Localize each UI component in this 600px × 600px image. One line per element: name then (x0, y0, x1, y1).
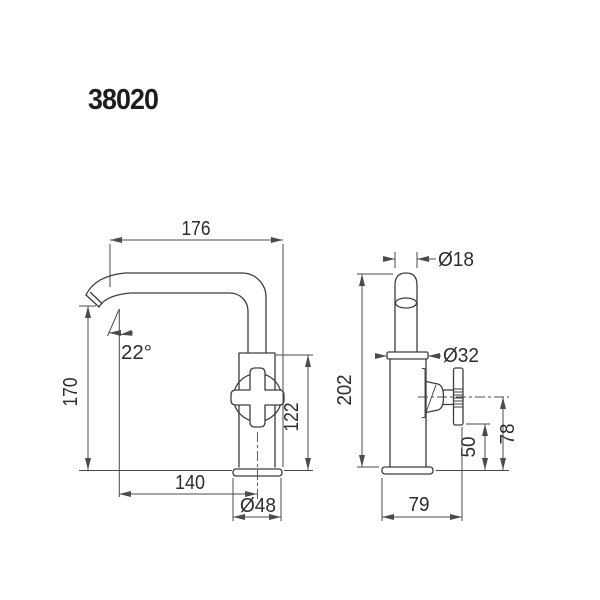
dim-spout-to-center: 140 (119, 472, 257, 497)
angle-arrow-leader (120, 329, 134, 336)
front-view (85, 272, 285, 500)
extension-line (232, 478, 282, 521)
spout-tube (394, 272, 418, 353)
angle-arc (108, 330, 122, 337)
cross-handle (230, 367, 285, 428)
extension-line (394, 252, 418, 268)
extension-line (381, 427, 463, 521)
dim-cover-diameter: Ø32 (375, 345, 479, 367)
spout-outer-edge (85, 272, 267, 354)
handle-knurl-lines (453, 388, 463, 408)
dim-label-cover-diameter: Ø32 (443, 345, 479, 367)
extension-line (79, 305, 232, 471)
handle-boss (422, 368, 426, 418)
handle-disc (452, 367, 464, 426)
dim-spout-height: 170 (60, 305, 232, 471)
front-view-dimensions: 176 22° 170 122 140 (60, 218, 313, 521)
dim-label-spout-diameter: Ø18 (438, 249, 474, 271)
spout-outlet-ellipse (394, 297, 418, 309)
dim-label-total-height: 202 (334, 375, 356, 406)
dim-body-height: 122 (276, 354, 313, 471)
handle-hub-contour (425, 384, 437, 413)
dim-spout-diameter: Ø18 (383, 249, 474, 271)
dim-spout-reach: 176 (109, 218, 284, 467)
spout-inner-edge (98, 292, 249, 354)
base-plate-side (381, 466, 434, 475)
dim-label-body-height: 122 (281, 403, 303, 432)
side-view (381, 272, 509, 475)
dim-label-spout-reach: 176 (182, 218, 211, 240)
body-column (389, 358, 427, 468)
cover-flange (386, 351, 429, 360)
dim-label-spout-angle: 22° (121, 342, 152, 364)
dim-label-handle-bottom-height: 50 (458, 437, 480, 458)
dim-handle-center-height: 78 (497, 397, 519, 470)
dim-label-spout-height: 170 (60, 378, 82, 407)
dim-label-spout-to-center: 140 (175, 472, 205, 494)
side-view-dimensions: Ø18 Ø32 202 50 78 (334, 249, 519, 521)
dim-depth: 79 (381, 427, 463, 521)
dim-label-handle-center-height: 78 (497, 424, 519, 445)
dim-label-base-diameter: Ø48 (240, 495, 276, 517)
valve-body (238, 352, 276, 468)
dim-total-height: 202 (334, 273, 393, 468)
dim-handle-bottom-height: 50 (458, 423, 490, 470)
model-number: 38020 (88, 84, 158, 116)
dim-label-depth: 79 (409, 494, 430, 516)
dim-spout-angle: 22° (107, 308, 152, 497)
spout-outlet-face (85, 291, 103, 308)
handle-stem (442, 389, 455, 406)
dim-base-diameter: Ø48 (232, 478, 282, 521)
angle-slant-line (107, 308, 120, 337)
